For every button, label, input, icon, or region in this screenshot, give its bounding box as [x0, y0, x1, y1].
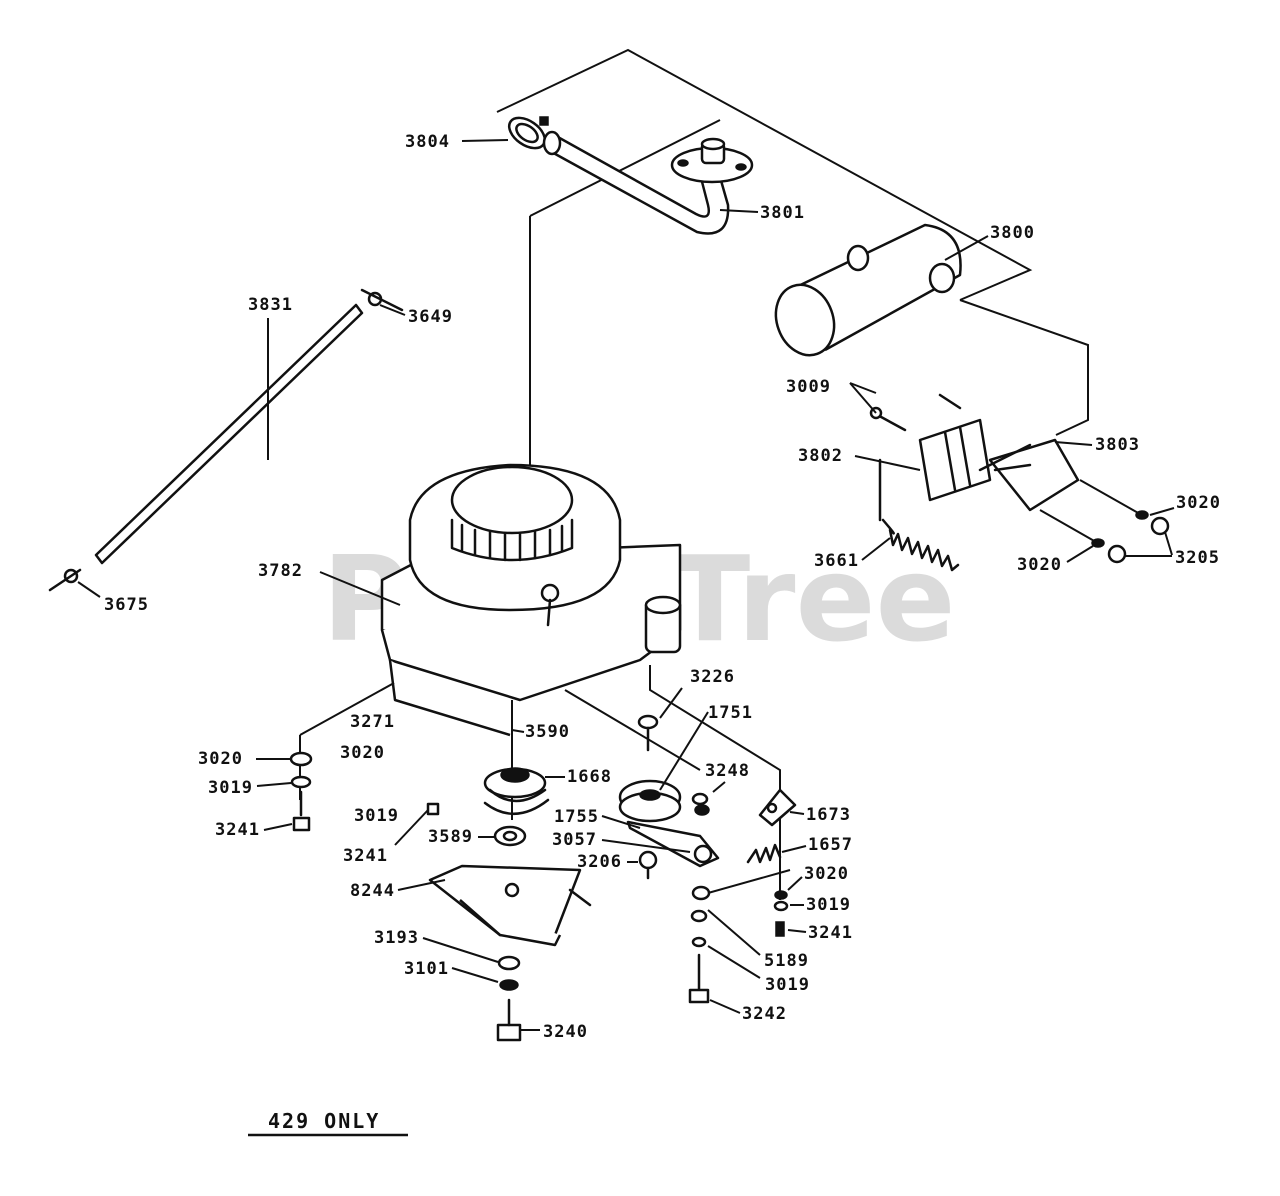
washer-3101[interactable]: [499, 979, 519, 991]
label-1657: 1657: [808, 835, 853, 855]
label-3661: 3661: [814, 551, 859, 571]
label-3242: 3242: [742, 1004, 787, 1024]
label-3020-d: 3020: [198, 749, 243, 769]
bolts-3009[interactable]: [849, 382, 962, 432]
bracket-3802[interactable]: [918, 418, 992, 502]
label-3020-c: 3020: [340, 743, 385, 763]
bolt-5189[interactable]: [690, 885, 761, 956]
clip-3675[interactable]: [48, 568, 101, 598]
base-leaders: [299, 665, 781, 900]
washer-3020-left[interactable]: [289, 751, 313, 767]
label-3226: 3226: [690, 667, 735, 687]
label-3801: 3801: [760, 203, 805, 223]
washer-3020-right-stack[interactable]: [774, 890, 788, 900]
bolt-3242[interactable]: [688, 953, 710, 1004]
pulley-1668[interactable]: [483, 767, 550, 816]
label-3019-a: 3019: [208, 778, 253, 798]
bolt-3226[interactable]: [637, 687, 683, 752]
label-3782: 3782: [258, 561, 303, 581]
mount-plate-8244[interactable]: [397, 864, 592, 947]
muffler-3800[interactable]: [766, 223, 962, 363]
label-3248: 3248: [705, 761, 750, 781]
label-3649: 3649: [408, 307, 453, 327]
label-3271: 3271: [350, 712, 395, 732]
label-3193: 3193: [374, 928, 419, 948]
label-3241-a: 3241: [215, 820, 260, 840]
bolt-3241-right[interactable]: [775, 921, 785, 937]
washer-3193[interactable]: [497, 955, 521, 971]
exhaust-outline: [496, 48, 1089, 470]
label-3800: 3800: [990, 223, 1035, 243]
washer-3019-left[interactable]: [290, 775, 312, 789]
model-note: 429 ONLY: [248, 1109, 408, 1137]
label-3804: 3804: [405, 132, 450, 152]
washer-3019-mid[interactable]: [394, 802, 440, 846]
label-3241-c: 3241: [808, 923, 853, 943]
label-1755: 1755: [554, 807, 599, 827]
note-429-only: 429 ONLY: [268, 1109, 380, 1133]
label-3589: 3589: [428, 827, 473, 847]
label-3020-b: 3020: [1017, 555, 1062, 575]
nut-3205-upper[interactable]: [1150, 516, 1170, 536]
label-3240: 3240: [543, 1022, 588, 1042]
label-3205: 3205: [1175, 548, 1220, 568]
label-3831: 3831: [248, 295, 293, 315]
label-3802: 3802: [798, 446, 843, 466]
washer-3019-right-stack[interactable]: [773, 900, 789, 912]
bracket-1673[interactable]: [758, 788, 797, 827]
nut-3205-lower[interactable]: [1107, 544, 1127, 564]
rod-3831[interactable]: [94, 303, 364, 565]
label-1751: 1751: [708, 703, 753, 723]
part-labels: 3804 3801 3800 3831 3649 3009 3802 3803 …: [104, 132, 1221, 1042]
spring-3661[interactable]: [878, 458, 960, 572]
exhaust-pipe-3801[interactable]: [542, 130, 754, 235]
label-1668: 1668: [567, 767, 612, 787]
engine-3782[interactable]: [319, 463, 682, 737]
label-3009: 3009: [786, 377, 831, 397]
clip-3649[interactable]: [360, 288, 404, 312]
bolt-3241-left[interactable]: [292, 790, 311, 832]
washer-3019-right[interactable]: [691, 936, 761, 979]
label-3020-a: 3020: [1176, 493, 1221, 513]
label-3803: 3803: [1095, 435, 1140, 455]
bolt-3240[interactable]: [496, 998, 540, 1042]
bracket-3803[interactable]: [978, 438, 1080, 512]
label-5189: 5189: [764, 951, 809, 971]
label-3241-b: 3241: [343, 846, 388, 866]
label-3206: 3206: [577, 852, 622, 872]
bolt-3206[interactable]: [638, 850, 658, 880]
label-3019-b: 3019: [354, 806, 399, 826]
label-3019-d: 3019: [765, 975, 810, 995]
bushing-3589[interactable]: [493, 825, 527, 847]
label-8244: 8244: [350, 881, 395, 901]
label-3020-e: 3020: [804, 864, 849, 884]
label-3590: 3590: [525, 722, 570, 742]
bracket-1755[interactable]: [626, 820, 720, 868]
pulley-1751[interactable]: [618, 711, 709, 823]
clamp-3804[interactable]: [504, 112, 551, 155]
label-3019-c: 3019: [806, 895, 851, 915]
label-3675: 3675: [104, 595, 149, 615]
spring-1657[interactable]: [746, 843, 782, 864]
label-3101: 3101: [404, 959, 449, 979]
washers-3248[interactable]: [691, 781, 726, 816]
label-3057: 3057: [552, 830, 597, 850]
label-1673: 1673: [806, 805, 851, 825]
